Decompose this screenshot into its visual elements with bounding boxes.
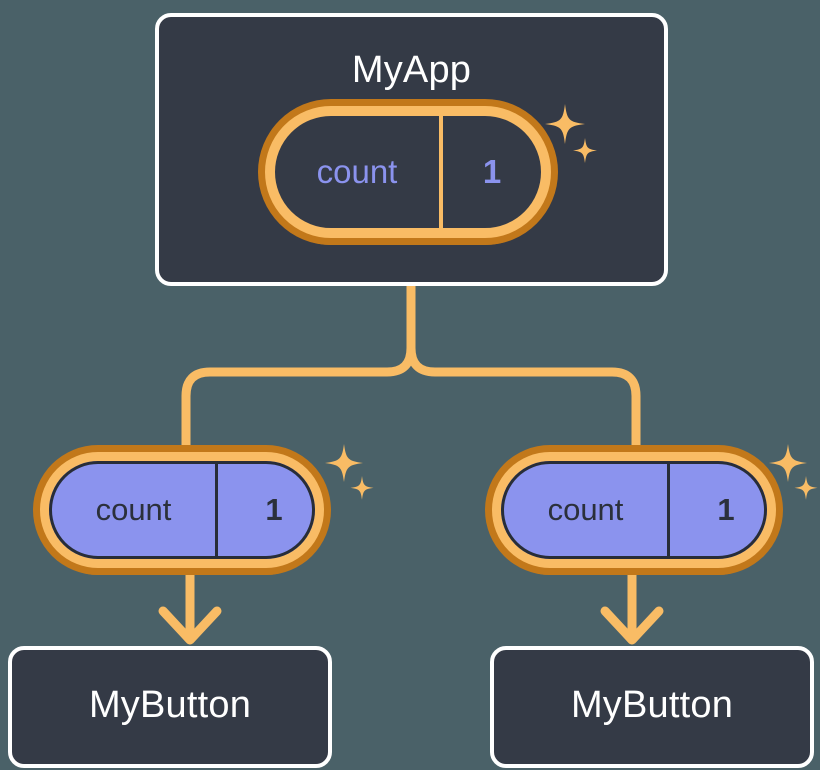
sparkle-icon <box>325 444 374 500</box>
sparkle-group-left <box>318 440 376 513</box>
component-card-mybutton-right[interactable]: MyButton <box>490 646 814 768</box>
state-pill-myapp[interactable]: count 1 <box>265 106 551 238</box>
connector-root-fork <box>406 281 641 471</box>
component-label-mybutton-left: MyButton <box>88 684 252 726</box>
prop-key-label: count <box>52 464 218 556</box>
prop-pill-body: count 1 <box>492 452 776 568</box>
component-card-mybutton-left[interactable]: MyButton <box>8 646 332 768</box>
prop-pill-inner: count 1 <box>49 461 315 559</box>
state-pill-body: count 1 <box>265 106 551 238</box>
connector-root-fork-left <box>181 343 416 471</box>
state-value-label: 1 <box>482 153 502 190</box>
prop-key-label: count <box>504 464 670 556</box>
prop-pill-right[interactable]: count 1 <box>492 452 776 568</box>
arrow-head-right-icon <box>600 606 664 645</box>
prop-pill-inner: count 1 <box>501 461 767 559</box>
component-label-myapp: MyApp <box>351 49 472 91</box>
state-key-label: count <box>275 116 443 228</box>
prop-value-label: 1 <box>265 492 283 527</box>
prop-pill-left[interactable]: count 1 <box>40 452 324 568</box>
prop-pill-body: count 1 <box>40 452 324 568</box>
prop-value-label: 1 <box>717 492 735 527</box>
arrow-head-left-icon <box>158 606 222 645</box>
component-label-mybutton-right: MyButton <box>570 684 734 726</box>
